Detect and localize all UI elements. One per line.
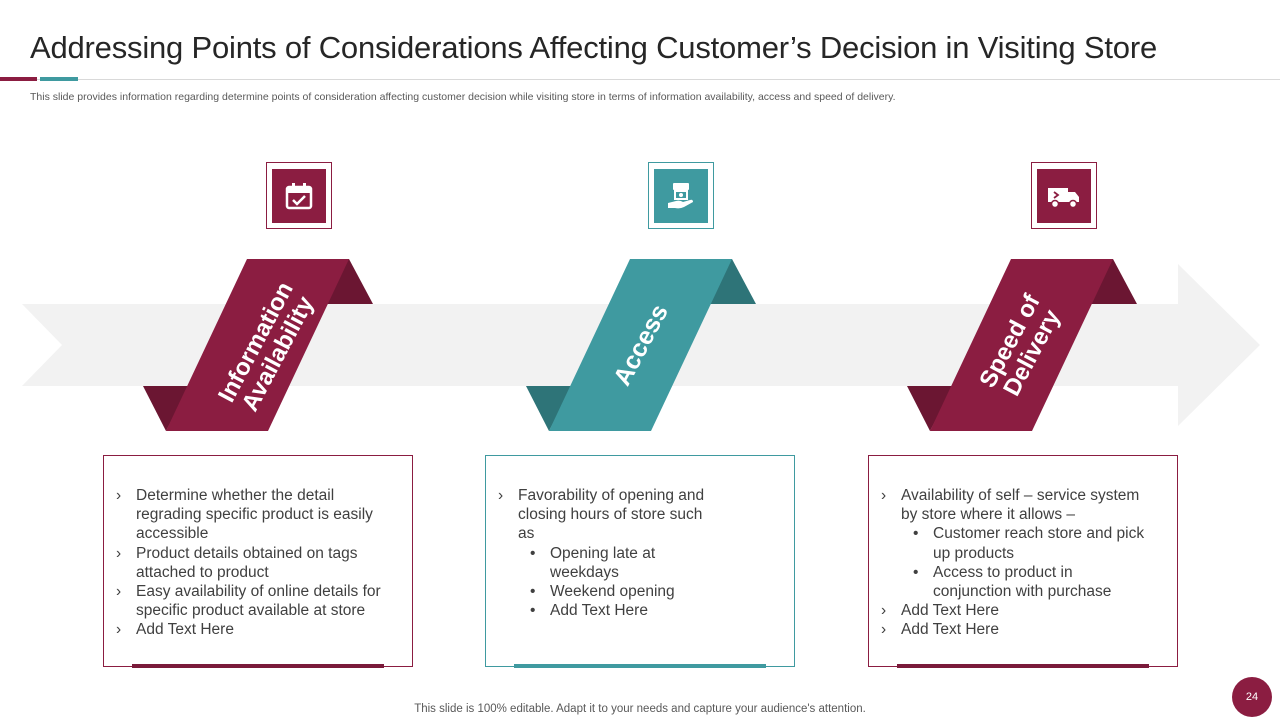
icon-frame-2 bbox=[648, 162, 714, 229]
title-accent-teal bbox=[40, 77, 78, 81]
calendar-check-icon bbox=[285, 182, 313, 209]
list-item: Add Text Here bbox=[881, 620, 1147, 639]
list-item: Add Text Here bbox=[498, 601, 714, 620]
card-3-list: Availability of self – service system by… bbox=[881, 486, 1147, 640]
info-card-2: Favorability of opening and closing hour… bbox=[485, 455, 795, 668]
list-item: Opening late at weekdays bbox=[498, 544, 714, 582]
page-number-badge: 24 bbox=[1232, 677, 1272, 717]
slide-title: Addressing Points of Considerations Affe… bbox=[30, 30, 1157, 65]
delivery-truck-icon bbox=[1048, 187, 1079, 208]
list-item: Easy availability of online details for … bbox=[116, 582, 394, 620]
ribbon-2-fold-bottom bbox=[526, 386, 572, 431]
card-1-list: Determine whether the detail regrading s… bbox=[116, 486, 394, 640]
ribbon-3-body bbox=[930, 259, 1113, 431]
card-1-bottom-bar bbox=[132, 664, 384, 668]
icon-frame-1 bbox=[266, 162, 332, 229]
info-card-1: Determine whether the detail regrading s… bbox=[103, 455, 413, 668]
title-accent-maroon bbox=[0, 77, 37, 81]
list-item: Add Text Here bbox=[116, 620, 394, 639]
slide-subtitle: This slide provides information regardin… bbox=[30, 91, 896, 103]
card-3-bottom-bar bbox=[897, 664, 1149, 668]
list-item: Product details obtained on tags attache… bbox=[116, 544, 394, 582]
info-card-3: Availability of self – service system by… bbox=[868, 455, 1178, 668]
card-2-bottom-bar bbox=[514, 664, 766, 668]
slide-footer: This slide is 100% editable. Adapt it to… bbox=[414, 703, 866, 715]
icon-frame-3 bbox=[1031, 162, 1097, 229]
list-item: Customer reach store and pick up product… bbox=[881, 524, 1147, 562]
ribbon-2-body bbox=[549, 259, 732, 431]
card-2-list: Favorability of opening and closing hour… bbox=[498, 486, 714, 621]
ribbon-1-body bbox=[166, 259, 349, 431]
list-item: Weekend opening bbox=[498, 582, 714, 601]
store-access-icon bbox=[668, 182, 693, 208]
ribbon-1-fold-bottom bbox=[143, 386, 189, 431]
title-divider bbox=[0, 79, 1280, 80]
list-item: Add Text Here bbox=[881, 601, 1147, 620]
ribbon-3-fold-bottom bbox=[907, 386, 953, 431]
list-item: Determine whether the detail regrading s… bbox=[116, 486, 394, 544]
list-item: Access to product in conjunction with pu… bbox=[881, 563, 1147, 601]
list-item: Availability of self – service system by… bbox=[881, 486, 1147, 524]
list-item: Favorability of opening and closing hour… bbox=[498, 486, 714, 544]
